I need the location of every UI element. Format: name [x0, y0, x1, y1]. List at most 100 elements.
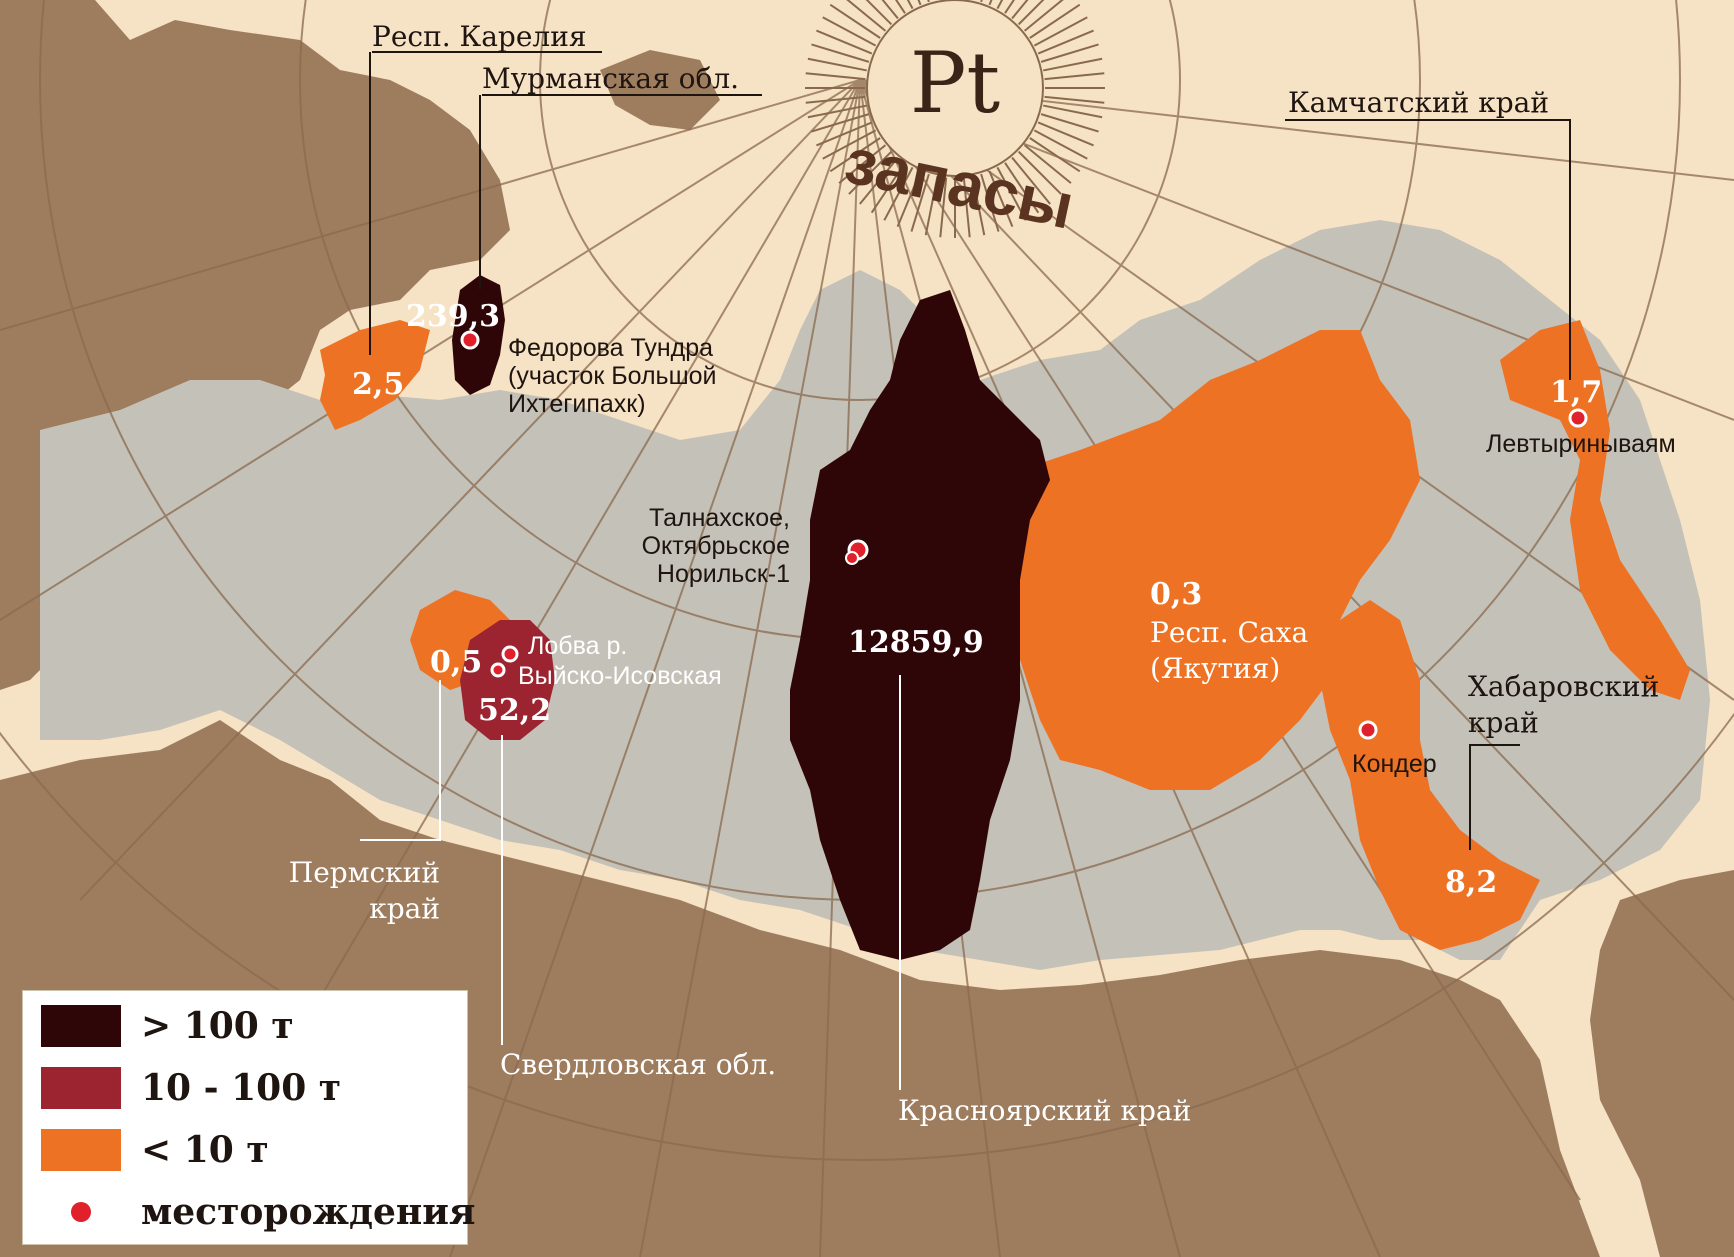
sunburst-ray	[870, 162, 906, 214]
value-perm: 0,5	[430, 645, 482, 680]
sunburst-ray	[1029, 137, 1081, 173]
deposit-markers	[460, 330, 1588, 740]
label-sakha-1: Респ. Саха	[1150, 616, 1308, 649]
deposit-labels: Федорова Тундра (участок Большой Ихтегип…	[508, 334, 1676, 778]
land-europe	[0, 0, 510, 690]
sunburst-ray	[1043, 57, 1103, 72]
sunburst-ray	[1044, 72, 1105, 81]
sunburst-ray	[859, 156, 899, 205]
sunburst-ray	[1033, 16, 1088, 47]
deposit-talnakh-3: Норильск-1	[657, 560, 790, 588]
land-japan	[1590, 870, 1734, 1257]
sunburst-ray	[924, 176, 939, 236]
region-karelia	[320, 320, 430, 430]
label-murmansk: Мурманская обл.	[482, 62, 739, 95]
sunburst-ray	[988, 170, 1014, 227]
label-perm-1: Пермский	[289, 856, 440, 889]
legend-item-10-100: 10 - 100 т	[41, 1065, 341, 1111]
sunburst-ray	[816, 29, 873, 55]
sunburst-ray	[971, 176, 986, 236]
sunburst-ray	[816, 121, 873, 147]
sunburst-ray	[1011, 156, 1051, 205]
deposit-dot-konder	[1358, 720, 1378, 740]
deposit-lobva: Лобва р.	[528, 632, 627, 660]
legend-label-deposits: месторождения	[141, 1191, 476, 1233]
title-symbol: Pt	[910, 34, 1001, 132]
sunburst-ray	[910, 173, 930, 232]
legend-label-lt-10: < 10 т	[141, 1129, 269, 1171]
region-values: 2,5 239,3 1,7 0,5 52,2 12859,9 0,3 8,2	[352, 299, 1602, 900]
deposit-fedorova-1: Федорова Тундра	[508, 334, 713, 362]
sunburst-ray	[1043, 104, 1103, 119]
deposit-fedorova-3: Ихтегипахк)	[508, 390, 646, 418]
legend-label-gt-100: > 100 т	[141, 1005, 294, 1047]
sunburst-ray	[1033, 129, 1088, 160]
region-krasnoyarsk	[790, 290, 1050, 960]
sunburst-ray	[865, 0, 893, 26]
region-labels: Респ. Карелия Мурманская обл. Камчатский…	[289, 20, 1659, 1127]
sunburst-ray	[838, 144, 887, 184]
region-kamchatka	[1500, 320, 1690, 700]
sunburst-ray	[896, 170, 922, 227]
sunburst-ray	[996, 166, 1027, 221]
sunburst-ray	[1011, 0, 1029, 20]
sunburst-ray	[805, 95, 866, 104]
sunburst-ray	[811, 113, 870, 133]
value-krasnoyarsk: 12859,9	[848, 625, 984, 660]
sunburst-ray	[1004, 0, 1016, 14]
deposit-konder: Кондер	[1352, 750, 1437, 778]
land-islands-north	[600, 50, 720, 130]
sunburst-ray	[848, 150, 893, 195]
deposit-dot-vyisko	[490, 662, 506, 678]
sunburst-ray	[1040, 113, 1099, 133]
deposit-levtyr: Левтыринываям	[1486, 430, 1676, 458]
deposit-dot-levtyr	[1568, 408, 1588, 428]
label-khabarovsk-1: Хабаровский	[1468, 670, 1659, 703]
region-sakha	[1010, 330, 1420, 790]
label-khabarovsk-2: край	[1468, 706, 1539, 739]
deposit-talnakh-1: Талнахское,	[649, 504, 790, 532]
legend-swatch-10-100	[41, 1067, 121, 1109]
region-murmansk	[452, 275, 505, 395]
sunburst-ray	[939, 177, 948, 238]
sunburst-ray	[1029, 3, 1081, 39]
sunburst-ray	[883, 166, 914, 221]
legend-deposit-dot	[71, 1202, 91, 1222]
label-sakha-2: (Якутия)	[1150, 652, 1280, 685]
label-perm-2: край	[369, 892, 440, 925]
deposit-vyisko: Выйско-Исовская	[518, 662, 722, 690]
sunburst-ray	[807, 104, 867, 119]
sunburst-ray	[811, 43, 870, 63]
title-sunburst	[805, 0, 1105, 238]
sunburst-ray	[1017, 0, 1045, 26]
value-murmansk: 239,3	[406, 299, 500, 334]
land-scandinavia-north	[120, 110, 330, 240]
sunburst-ray	[1004, 162, 1040, 214]
sunburst-ray	[829, 3, 881, 39]
label-karelia: Респ. Карелия	[372, 20, 587, 53]
leader-lines	[360, 52, 1571, 1090]
deposit-talnakh-2: Октябрьское	[642, 532, 790, 560]
sunburst-ray	[962, 177, 971, 238]
deposit-dot-lobva	[501, 645, 519, 663]
value-karelia: 2,5	[352, 367, 404, 402]
sunburst-ray	[894, 0, 906, 14]
sunburst-ray	[1044, 95, 1105, 104]
sunburst-ray	[829, 137, 881, 173]
value-sverdlovsk: 52,2	[478, 693, 551, 728]
label-sverdlovsk: Свердловская обл.	[500, 1048, 776, 1081]
legend-item-deposits: месторождения	[41, 1189, 476, 1235]
legend-item-lt-10: < 10 т	[41, 1127, 269, 1173]
map-legend: > 100 т 10 - 100 т < 10 т месторождения	[22, 990, 476, 1245]
legend-swatch-lt-10	[41, 1129, 121, 1171]
value-kamchatka: 1,7	[1550, 375, 1602, 410]
label-kamchatka: Камчатский край	[1288, 86, 1549, 119]
region-khabarovsk	[1320, 600, 1540, 950]
sunburst-ray	[980, 173, 1000, 232]
value-khabarovsk: 8,2	[1445, 865, 1497, 900]
sunburst-ray	[822, 129, 877, 160]
label-krasnoyarsk: Красноярский край	[898, 1094, 1191, 1127]
deposit-dot-fedorova	[460, 330, 480, 350]
